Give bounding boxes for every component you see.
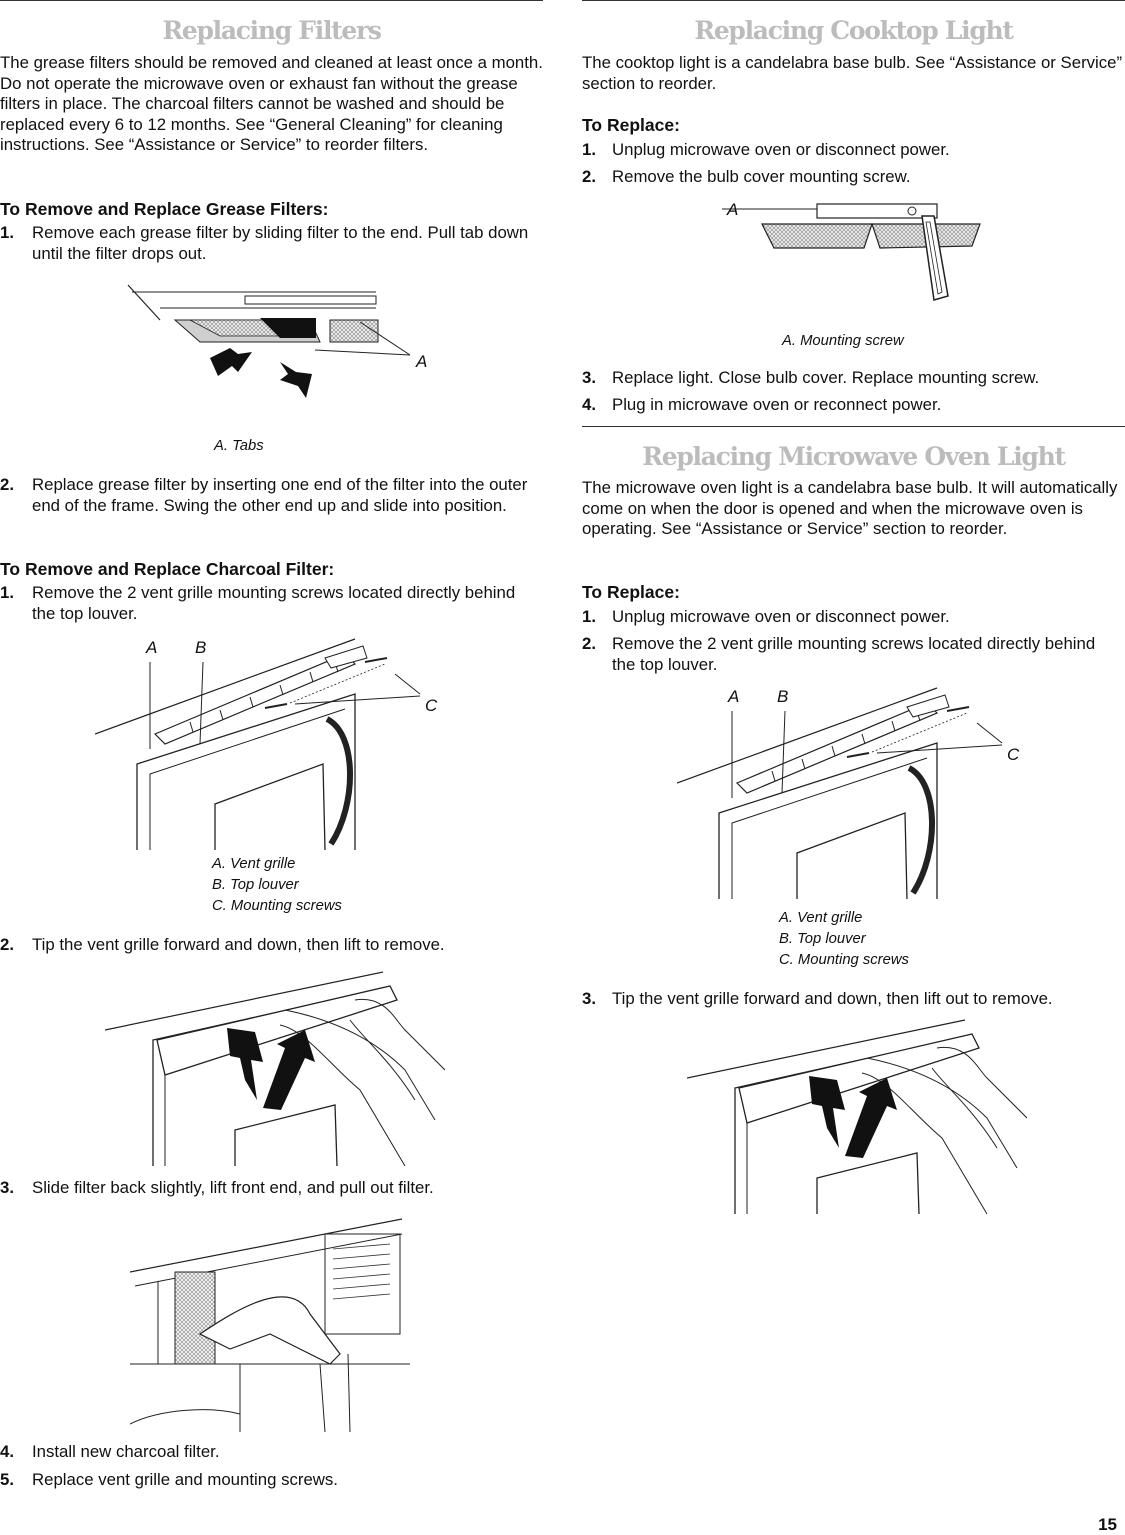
step-number: 5. (0, 1470, 14, 1489)
vent-label-b: B (195, 638, 207, 657)
caption-top-louver: B. Top louver (212, 877, 299, 893)
step-text: Remove the 2 vent grille mounting screws… (612, 634, 1096, 674)
step-number: 2. (582, 167, 596, 186)
step-number: 4. (0, 1442, 14, 1461)
section-title-cooktop-light: Replacing Cooktop Light (694, 16, 1014, 45)
vent-grille-figure-2 (677, 687, 1003, 899)
step-number: 1. (582, 140, 596, 159)
caption-vent-grille: A. Vent grille (779, 910, 863, 926)
step-number: 3. (582, 989, 596, 1008)
caption-vent-grille: A. Vent grille (212, 856, 296, 872)
step-number: 2. (0, 475, 14, 494)
tabs-label: A (416, 352, 428, 371)
step-text: Replace light. Close bulb cover. Replace… (612, 368, 1040, 387)
grease-heading: To Remove and Replace Grease Filters: (0, 199, 329, 219)
caption-top-louver: B. Top louver (779, 931, 866, 947)
page-number: 15 (1098, 1515, 1117, 1534)
charcoal-heading: To Remove and Replace Charcoal Filter: (0, 559, 335, 579)
step-text: Tip the vent grille forward and down, th… (612, 989, 1053, 1008)
bulb-cover-figure (722, 203, 981, 301)
vent-captions: A. Vent grille B. Top louver C. Mounting… (779, 908, 909, 971)
top-rule (0, 0, 543, 1)
cooktop-label-a: A (727, 200, 739, 219)
step-text: Unplug microwave oven or disconnect powe… (612, 140, 950, 159)
cooktop-caption: A. Mounting screw (782, 333, 904, 349)
top-rule (582, 0, 1125, 1)
step-number: 3. (582, 368, 596, 387)
tip-grille-figure-2 (687, 1019, 1027, 1214)
step-text: Plug in microwave oven or reconnect powe… (612, 395, 942, 414)
step-text: Unplug microwave oven or disconnect powe… (612, 607, 950, 626)
charcoal-filter-figure (130, 1218, 410, 1432)
section-rule (582, 426, 1125, 427)
step-text: Remove the bulb cover mounting screw. (612, 167, 911, 186)
vent-label-b: B (777, 687, 789, 706)
vent-label-c: C (1007, 745, 1020, 764)
filters-intro: The grease filters should be removed and… (0, 53, 543, 155)
tabs-caption: A. Tabs (214, 438, 264, 454)
caption-mounting-screws: C. Mounting screws (779, 952, 909, 968)
cooktop-heading: To Replace: (582, 115, 680, 135)
oven-light-intro: The microwave oven light is a candelabra… (582, 478, 1118, 539)
caption-mounting-screws: C. Mounting screws (212, 898, 342, 914)
step-text: Remove the 2 vent grille mounting screws… (32, 583, 516, 623)
section-title-replacing-filters: Replacing Filters (162, 16, 382, 45)
section-title-oven-light: Replacing Microwave Oven Light (642, 442, 1066, 471)
tip-grille-figure (105, 971, 445, 1166)
oven-light-heading: To Replace: (582, 582, 680, 602)
vent-label-a: A (728, 687, 740, 706)
step-text: Install new charcoal filter. (32, 1442, 220, 1461)
step-text: Replace vent grille and mounting screws. (32, 1470, 338, 1489)
step-number: 2. (582, 634, 596, 653)
grease-filter-figure (127, 284, 411, 398)
step-number: 2. (0, 935, 14, 954)
step-number: 3. (0, 1178, 14, 1197)
step-number: 1. (582, 607, 596, 626)
step-number: 1. (0, 583, 14, 602)
step-text: Tip the vent grille forward and down, th… (32, 935, 445, 954)
step-number: 1. (0, 223, 14, 242)
vent-captions: A. Vent grille B. Top louver C. Mounting… (212, 854, 342, 917)
step-text: Slide filter back slightly, lift front e… (32, 1178, 434, 1197)
cooktop-intro: The cooktop light is a candelabra base b… (582, 53, 1123, 93)
vent-grille-figure (95, 638, 421, 850)
step-number: 4. (582, 395, 596, 414)
step-text: Replace grease filter by inserting one e… (32, 475, 528, 515)
vent-label-a: A (146, 638, 158, 657)
vent-label-c: C (425, 696, 438, 715)
step-text: Remove each grease filter by sliding fil… (32, 223, 529, 263)
